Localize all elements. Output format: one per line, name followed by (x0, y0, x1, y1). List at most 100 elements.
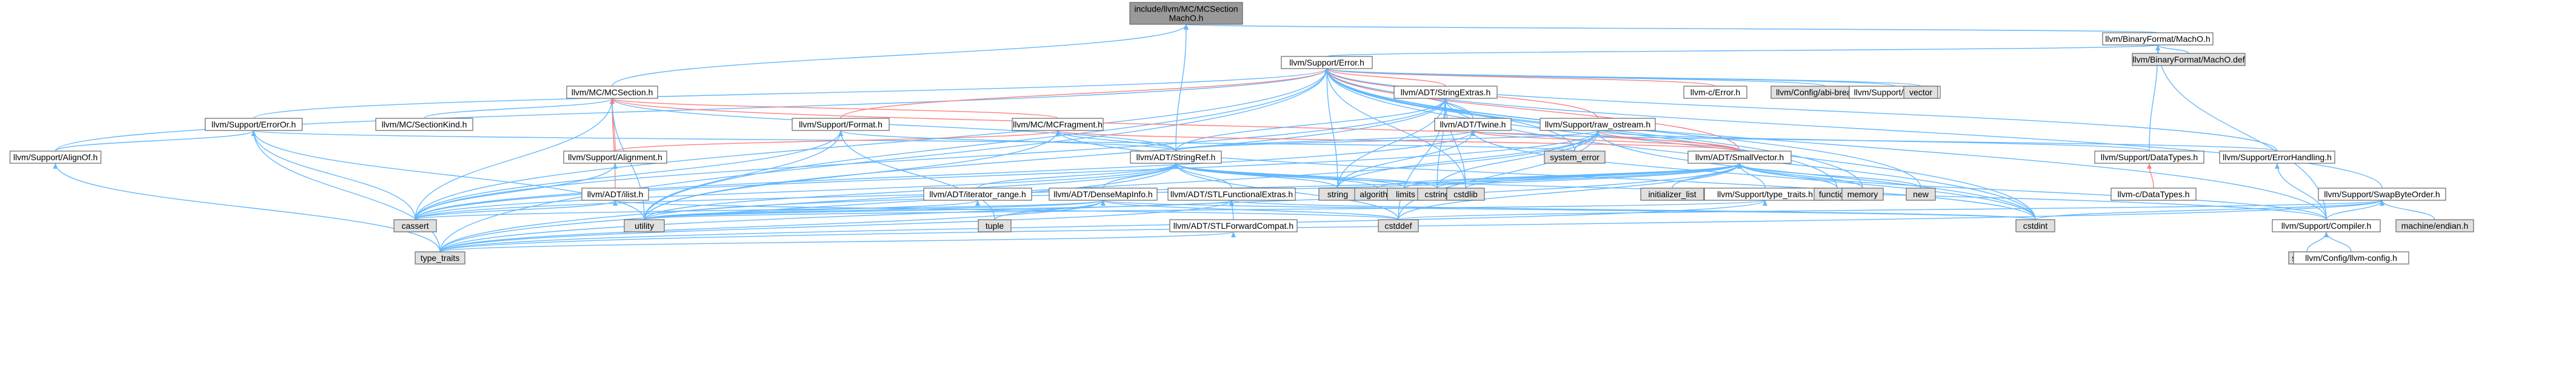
edge-binary-format-macho-to-binary-format-macho-def (2157, 44, 2189, 54)
edge-adt-twine-to-cstdint (1472, 130, 2036, 220)
node-box-adt-string-ref (1130, 151, 1222, 164)
node-label-cstdlib: cstdlib (1453, 189, 1478, 199)
node-mc-fragment[interactable]: llvm/MC/MCFragment.h (1012, 118, 1104, 131)
edge-support-raw-ostream-to-adt-small-vector (1597, 130, 1740, 152)
edge-support-alignment-to-cassert (415, 163, 616, 220)
node-box-support-error-handling (2219, 151, 2335, 164)
edge-support-error-or-to-support-align-of (55, 130, 255, 152)
edge-support-error-to-config-abi-breaking (1326, 68, 1826, 87)
edge-support-format-to-adt-string-ref (840, 130, 1176, 152)
node-label-support-error: llvm/Support/Error.h (1289, 58, 1364, 67)
edge-mc-section-to-cassert (415, 98, 613, 220)
node-label-cstddef: cstddef (1384, 221, 1412, 231)
node-box-support-align-of (9, 151, 102, 164)
edges-layer (53, 24, 2435, 252)
node-label-support-data-types: llvm/Support/DataTypes.h (2101, 152, 2198, 162)
node-support-error[interactable]: llvm/Support/Error.h (1281, 56, 1373, 69)
edge-mc-section-to-mc-fragment (612, 98, 1058, 119)
edge-adt-small-vector-to-new (1739, 163, 1921, 189)
arrowhead-support-error-to-cstdlib (1324, 69, 1329, 74)
node-support-swap-byte-order[interactable]: llvm/Support/SwapByteOrder.h (2318, 188, 2446, 201)
node-label-config-llvm-config: llvm/Config/llvm-config.h (2305, 253, 2397, 263)
arrowhead-support-error-handling-to-support-compiler (2275, 163, 2280, 169)
node-box-tuple (978, 219, 1012, 232)
node-box-llvm-c-error (1683, 86, 1747, 99)
node-adt-stl-forward-compat[interactable]: llvm/ADT/STLForwardCompat.h (1169, 219, 1298, 232)
edge-mc-section-to-adt-string-ref (612, 98, 1176, 152)
node-adt-dense-map-info[interactable]: llvm/ADT/DenseMapInfo.h (1049, 188, 1158, 201)
edge-support-error-to-adt-string-extras (1326, 68, 1446, 87)
node-label-utility: utility (635, 221, 654, 231)
node-box-llvm-c-data-types (2111, 188, 2197, 201)
node-adt-iterator-range[interactable]: llvm/ADT/iterator_range.h (923, 188, 1032, 201)
edge-adt-string-extras-to-adt-string-ref (1175, 98, 1446, 152)
node-mc-section-kind[interactable]: llvm/MC/SectionKind.h (375, 118, 473, 131)
node-box-adt-twine (1434, 118, 1512, 131)
node-type-traits: type_traits (415, 251, 465, 265)
node-box-memory (1841, 188, 1884, 201)
node-box-support-swap-byte-order (2318, 188, 2446, 201)
edge-adt-dense-map-info-to-type-traits (439, 200, 1104, 252)
node-adt-string-extras[interactable]: llvm/ADT/StringExtras.h (1393, 86, 1498, 99)
node-support-error-handling[interactable]: llvm/Support/ErrorHandling.h (2219, 151, 2335, 164)
node-binary-format-macho[interactable]: llvm/BinaryFormat/MachO.h (2102, 32, 2214, 46)
node-adt-ilist[interactable]: llvm/ADT/ilist.h (581, 188, 649, 201)
node-label-adt-stl-functional-extras: llvm/ADT/STLFunctionalExtras.h (1170, 189, 1293, 199)
node-cstdlib: cstdlib (1446, 188, 1485, 201)
node-llvm-c-error[interactable]: llvm-c/Error.h (1683, 86, 1747, 99)
edge-support-error-to-cassert (415, 68, 1327, 220)
node-support-error-or[interactable]: llvm/Support/ErrorOr.h (204, 118, 303, 131)
node-label-adt-iterator-range: llvm/ADT/iterator_range.h (929, 189, 1026, 199)
node-box-support-data-types (2094, 151, 2204, 164)
node-box-support-alignment (563, 151, 667, 164)
node-box-adt-small-vector (1687, 151, 1792, 164)
node-support-compiler[interactable]: llvm/Support/Compiler.h (2272, 219, 2381, 232)
node-label-support-type-traits: llvm/Support/type_traits.h (1717, 189, 1813, 199)
edge-support-swap-byte-order-to-cstdint (2035, 200, 2383, 220)
edge-adt-dense-map-info-to-cassert (415, 200, 1104, 220)
node-label-llvm-c-error: llvm-c/Error.h (1690, 87, 1740, 97)
node-label-new: new (1913, 189, 1929, 199)
arrowhead-support-alignment-to-cassert (613, 163, 618, 169)
edge-support-error-to-utility (644, 68, 1327, 220)
node-label-binary-format-macho-def: llvm/BinaryFormat/MachO.def (2132, 55, 2244, 64)
edge-adt-string-extras-to-cstdlib (1445, 98, 1466, 189)
arrowhead-adt-small-vector-to-utility (1737, 163, 1742, 169)
node-label-support-alignment: llvm/Support/Alignment.h (568, 152, 662, 162)
node-label-initializer-list: initializer_list (1648, 189, 1696, 199)
node-box-mc-section-kind (375, 118, 473, 131)
edge-adt-small-vector-to-memory (1739, 163, 1863, 189)
node-box-binary-format-macho-def (2132, 53, 2246, 66)
arrowhead-adt-stl-forward-compat-to-type-traits (1231, 232, 1236, 237)
node-adt-stl-functional-extras[interactable]: llvm/ADT/STLFunctionalExtras.h (1167, 188, 1296, 201)
node-mc-section[interactable]: llvm/MC/MCSection.h (566, 86, 658, 99)
node-vector: vector (1903, 86, 1938, 99)
node-box-adt-iterator-range (923, 188, 1032, 201)
node-box-mc-section (566, 86, 658, 99)
node-config-llvm-config[interactable]: llvm/Config/llvm-config.h (2293, 251, 2409, 265)
node-support-align-of[interactable]: llvm/Support/AlignOf.h (9, 151, 102, 164)
node-adt-twine[interactable]: llvm/ADT/Twine.h (1434, 118, 1512, 131)
node-box-system-error (1544, 151, 1606, 164)
node-llvm-c-data-types[interactable]: llvm-c/DataTypes.h (2111, 188, 2197, 201)
arrowhead-support-raw-ostream-to-type-traits (1595, 130, 1600, 136)
node-label-support-raw-ostream: llvm/Support/raw_ostream.h (1545, 120, 1650, 129)
edge-support-error-or-to-type-traits (253, 130, 441, 252)
arrowhead-adt-dense-map-info-to-utility (1101, 200, 1106, 206)
node-adt-small-vector[interactable]: llvm/ADT/SmallVector.h (1687, 151, 1792, 164)
edge-support-error-to-vector (1326, 68, 1921, 87)
node-box-mc-fragment (1012, 118, 1104, 131)
arrowhead-support-format-to-utility (838, 130, 843, 136)
node-box-cstdint (2015, 219, 2055, 232)
node-support-alignment[interactable]: llvm/Support/Alignment.h (563, 151, 667, 164)
node-label-mc-section-kind: llvm/MC/SectionKind.h (382, 120, 467, 129)
node-support-format[interactable]: llvm/Support/Format.h (792, 118, 890, 131)
node-support-raw-ostream[interactable]: llvm/Support/raw_ostream.h (1540, 118, 1656, 131)
node-initializer-list: initializer_list (1640, 188, 1704, 201)
node-support-type-traits[interactable]: llvm/Support/type_traits.h (1704, 188, 1826, 201)
node-label-adt-stl-forward-compat: llvm/ADT/STLForwardCompat.h (1173, 221, 1293, 231)
node-support-data-types[interactable]: llvm/Support/DataTypes.h (2094, 151, 2204, 164)
node-adt-string-ref[interactable]: llvm/ADT/StringRef.h (1130, 151, 1222, 164)
